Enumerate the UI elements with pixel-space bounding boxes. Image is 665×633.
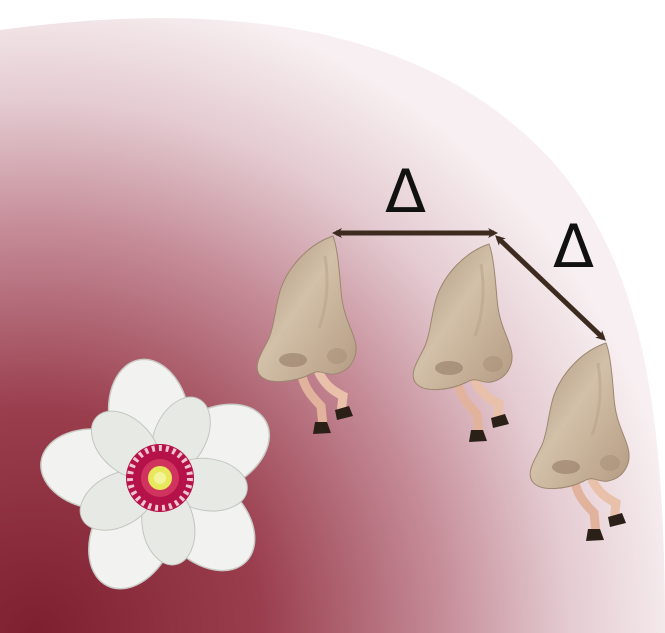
- spacing-label: Δ: [553, 217, 594, 277]
- spacing-label: Δ: [385, 162, 426, 222]
